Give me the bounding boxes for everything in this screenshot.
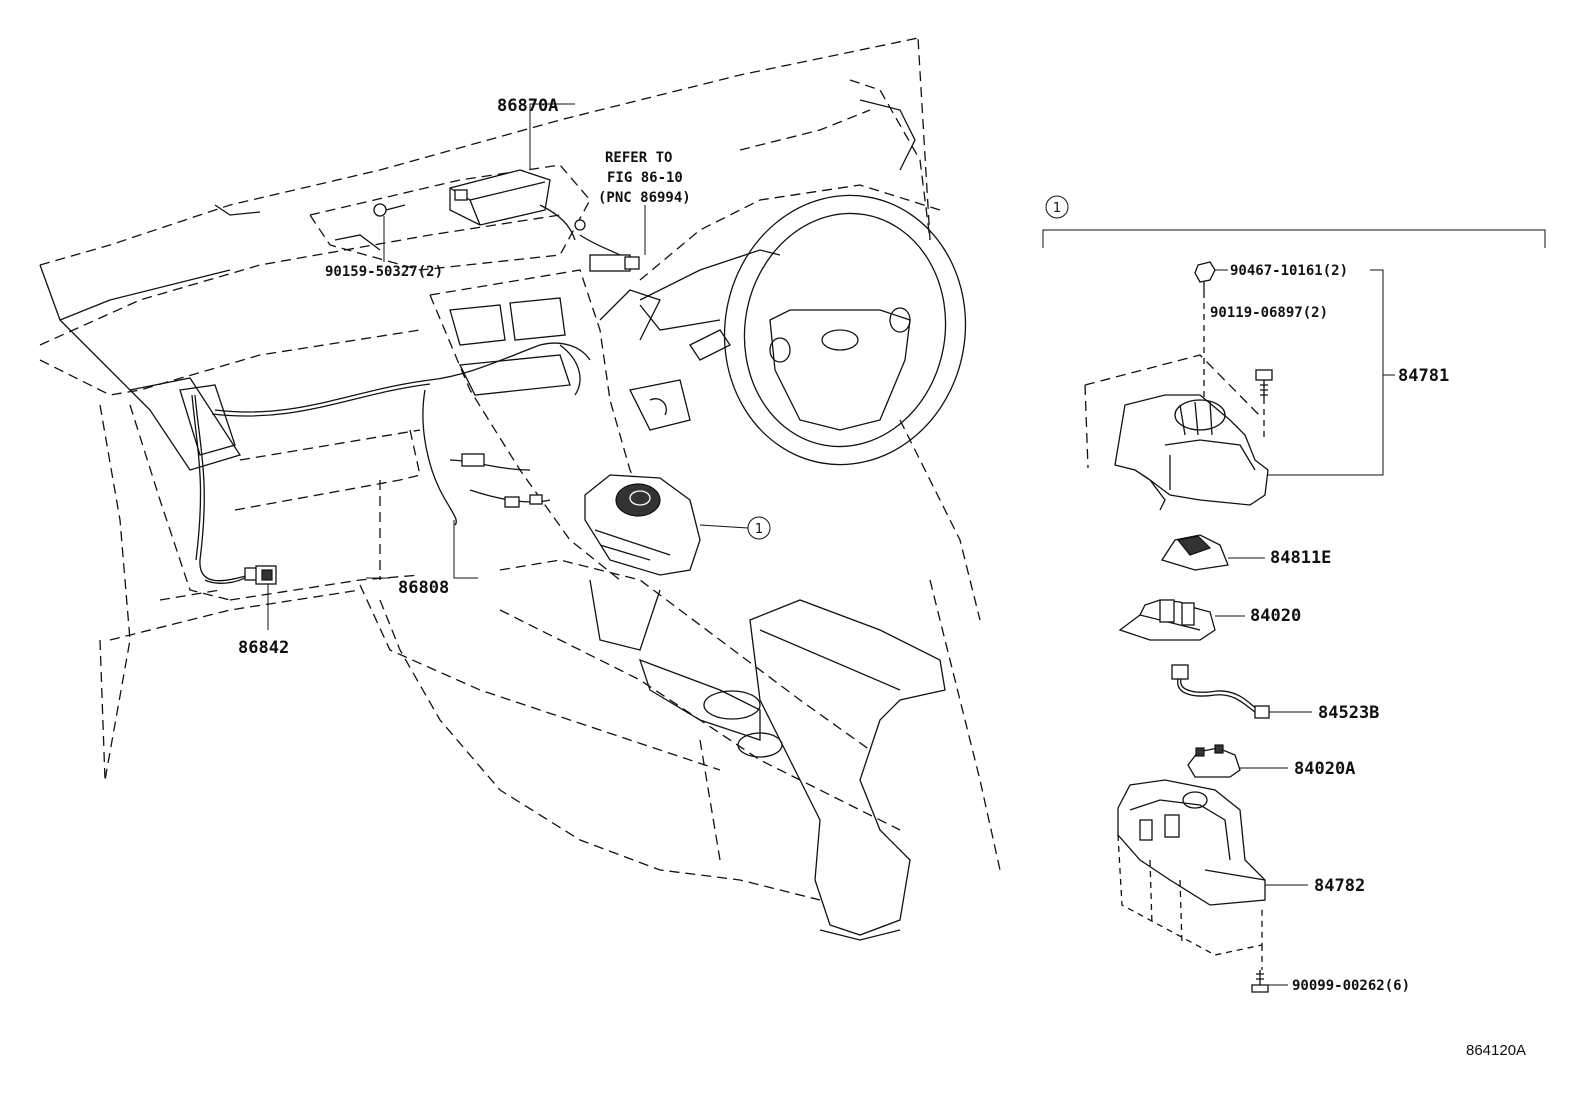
base-84782 [1117, 779, 1266, 970]
part-label-90099[interactable]: 90099-00262(6) [1292, 978, 1410, 994]
sensor-86842 [204, 565, 277, 585]
refer-line-2[interactable]: FIG 86-10 [607, 170, 683, 186]
part-label-84781[interactable]: 84781 [1398, 366, 1449, 386]
steering-wheel-illustration [629, 194, 967, 466]
screw-90119 [1255, 369, 1273, 440]
callout-main: 1 [747, 516, 771, 540]
callout-group: 1 [1045, 195, 1069, 219]
module-86870a [449, 169, 640, 272]
part-label-84020[interactable]: 84020 [1250, 606, 1301, 626]
part-label-84523b[interactable]: 84523B [1318, 703, 1379, 723]
refer-line-3: (PNC 86994) [598, 190, 691, 206]
knob-84811e [1160, 534, 1229, 571]
leader-lines [267, 103, 1395, 986]
wire-harness-86808 [191, 342, 591, 582]
part-label-84020a[interactable]: 84020A [1294, 759, 1355, 779]
lever-84020 [1118, 599, 1216, 641]
bolt-90099 [1251, 970, 1269, 993]
part-label-86842[interactable]: 86842 [238, 638, 289, 658]
shift-cover-84781 [1084, 354, 1269, 511]
part-label-90467[interactable]: 90467-10161(2) [1230, 263, 1348, 279]
figure-id: 864120A [1466, 1042, 1526, 1059]
refer-line-1: REFER TO [605, 150, 672, 166]
part-label-84782[interactable]: 84782 [1314, 876, 1365, 896]
group-bracket [1042, 229, 1546, 248]
shift-assembly-in-dash [584, 474, 701, 576]
svg-text:1: 1 [1053, 201, 1061, 216]
part-label-86870a[interactable]: 86870A [497, 96, 558, 116]
part-label-90159[interactable]: 90159-50327(2) [325, 264, 443, 280]
screw-90159 [373, 203, 406, 217]
clip-90467 [1194, 261, 1216, 400]
switch-84020a [1187, 744, 1241, 778]
svg-text:1: 1 [755, 522, 763, 537]
harness-84523b [1171, 664, 1270, 719]
part-label-84811e[interactable]: 84811E [1270, 548, 1331, 568]
part-label-86808[interactable]: 86808 [398, 578, 449, 598]
part-label-90119[interactable]: 90119-06897(2) [1210, 305, 1328, 321]
